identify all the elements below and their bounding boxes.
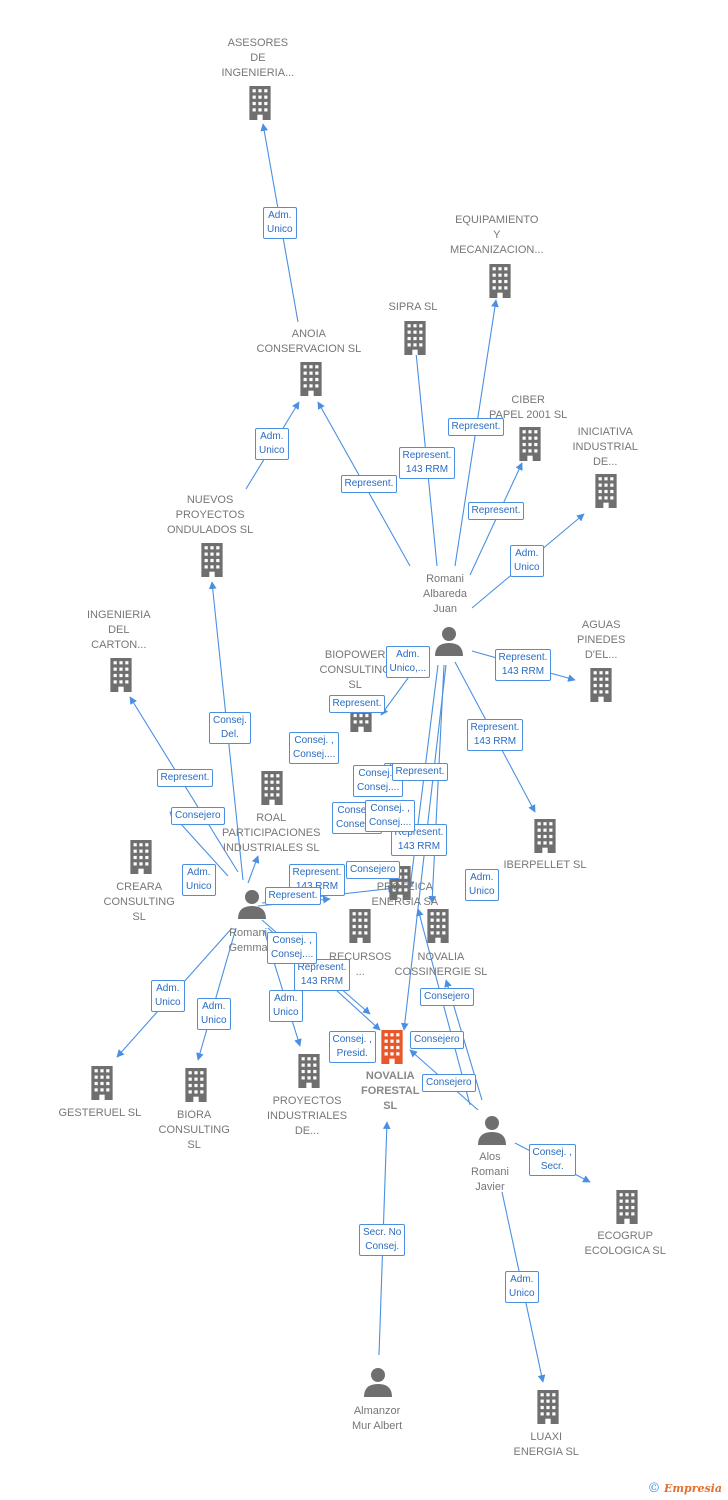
node-label-asesores[interactable]: ASESORES DE INGENIERIA... <box>221 37 295 79</box>
edge-label-romani_gemma-novalia_cos[interactable]: Consej. , Consej.... <box>267 932 318 964</box>
node-label-profeica[interactable]: PROFEICA ENERGIA SA <box>371 881 439 908</box>
node-label-iberpellet[interactable]: IBERPELLET SL <box>503 859 587 871</box>
node-label-gesteruel[interactable]: GESTERUEL SL <box>58 1107 142 1119</box>
node-label-luaxi[interactable]: LUAXI ENERGIA SL <box>513 1431 579 1458</box>
node-label-almanzor[interactable]: Almanzor Mur Albert <box>352 1405 403 1432</box>
node-label-ecogrup[interactable]: ECOGRUP ECOLOGICA SL <box>584 1230 666 1257</box>
edge-label-romani_juan-ciber[interactable]: Represent. <box>467 502 525 520</box>
watermark: © Empresia <box>647 1481 722 1496</box>
edge-romani_gemma-to-biora <box>196 927 237 1061</box>
edge-label-romani_gemma-nuevos[interactable]: Consej. Del. <box>209 712 251 744</box>
edge-label-romani_juan-equip[interactable]: Represent. <box>447 418 505 436</box>
edge-label-romani_juan-aguas[interactable]: Represent. 143 RRM <box>494 649 552 681</box>
copyright-icon: © <box>647 1481 661 1496</box>
node-label-biopower[interactable]: BIOPOWER CONSULTING SL <box>319 649 391 691</box>
node-label-romani_juan[interactable]: Romani Albareda Juan <box>423 573 468 615</box>
node-label-anoia[interactable]: ANOIA CONSERVACION SL <box>256 328 362 355</box>
edge-label-anoia-asesores[interactable]: Adm. Unico <box>263 207 297 239</box>
node-label-ingenieria_carton[interactable]: INGENIERIA DEL CARTON... <box>87 609 151 651</box>
edge-label-romani_gemma-ingenieria_carton[interactable]: Represent. <box>156 769 214 787</box>
edge-label-alos-novalia_forestal[interactable]: Consejero <box>422 1074 476 1092</box>
node-label-nuevos[interactable]: NUEVOS PROYECTOS ONDULADOS SL <box>167 494 254 536</box>
node-label-romani_gemma[interactable]: Romani Gemma <box>228 927 268 954</box>
edge-label-romani_juan-iberpellet[interactable]: Represent. 143 RRM <box>466 719 524 751</box>
node-label-alos[interactable]: Alos Romani Javier <box>471 1151 509 1193</box>
edge-label-alos-luaxi[interactable]: Adm. Unico <box>505 1271 539 1303</box>
edge-label-extra[interactable]: Consej. , Presid. <box>328 1031 376 1063</box>
edge-label-alos-profeica[interactable]: Adm. Unico <box>465 869 499 901</box>
edge-label-extra[interactable]: Represent. <box>328 695 386 713</box>
edge-label-romani_juan-anoia[interactable]: Represent. <box>340 475 398 493</box>
node-label-biora[interactable]: BIORA CONSULTING SL <box>158 1109 230 1151</box>
node-label-novalia_forestal[interactable]: NOVALIA FORESTAL SL <box>361 1070 420 1112</box>
node-label-equip[interactable]: EQUIPAMIENTO Y MECANIZACION... <box>450 214 544 256</box>
node-label-sipra[interactable]: SIPRA SL <box>388 301 438 313</box>
node-label-aguas[interactable]: AGUAS PINEDES D'EL... <box>577 619 626 661</box>
edge-romani_juan-to-novalia_cos <box>428 664 445 904</box>
node-label-iniciativa[interactable]: INICIATIVA INDUSTRIAL DE... <box>572 426 638 468</box>
node-label-novalia_cos[interactable]: NOVALIA COSSINERGIE SL <box>394 951 488 978</box>
edge-label-extra[interactable]: Consej. , Consej.... <box>365 800 416 832</box>
edge-label-romani_juan-biopower[interactable]: Adm. Unico,... <box>385 646 431 678</box>
edge-label-romani_juan-sipra[interactable]: Represent. 143 RRM <box>398 447 456 479</box>
node-label-roal[interactable]: ROAL PARTICIPACIONES INDUSTRIALES SL <box>222 812 321 854</box>
edge-label-romani_gemma-roal[interactable]: Adm. Unico <box>182 864 216 896</box>
edge-label-romani_gemma-biora[interactable]: Adm. Unico <box>197 998 231 1030</box>
node-label-creara[interactable]: CREARA CONSULTING SL <box>103 881 175 923</box>
edge-label-romani_gemma-proyectos[interactable]: Adm. Unico <box>269 990 303 1022</box>
node-label-proyectos[interactable]: PROYECTOS INDUSTRIALES DE... <box>267 1095 348 1137</box>
edge-label-extra[interactable]: Consejero <box>410 1031 464 1049</box>
edge-label-romani_juan-iniciativa[interactable]: Adm. Unico <box>510 545 544 577</box>
edge-label-romani_gemma-creara[interactable]: Consejero <box>171 807 225 825</box>
edge-romani_gemma-to-roal <box>247 855 260 884</box>
edge-alos-to-profeica <box>416 908 471 1106</box>
edge-label-romani_gemma-gesteruel[interactable]: Adm. Unico <box>151 980 185 1012</box>
edge-label-almanzor-novalia_forestal[interactable]: Secr. No Consej. <box>359 1224 406 1256</box>
brand-logo: Empresia <box>663 1482 722 1495</box>
edge-label-romani_gemma-novalia_forestal[interactable]: Represent. 143 RRM <box>293 959 351 991</box>
edge-label-extra[interactable]: Consej. , Consej.... <box>289 732 340 764</box>
edge-label-extra[interactable]: Represent. <box>391 763 449 781</box>
edge-label-alos-ecogrup[interactable]: Consej. , Secr. <box>528 1144 576 1176</box>
edge-label-romani_gemma-recursos[interactable]: Represent. <box>264 887 322 905</box>
edge-label-alos-novalia_cos[interactable]: Consejero <box>420 988 474 1006</box>
edge-label-extra[interactable]: Consejero <box>346 861 400 879</box>
edge-label-nuevos-anoia[interactable]: Adm. Unico <box>255 428 289 460</box>
